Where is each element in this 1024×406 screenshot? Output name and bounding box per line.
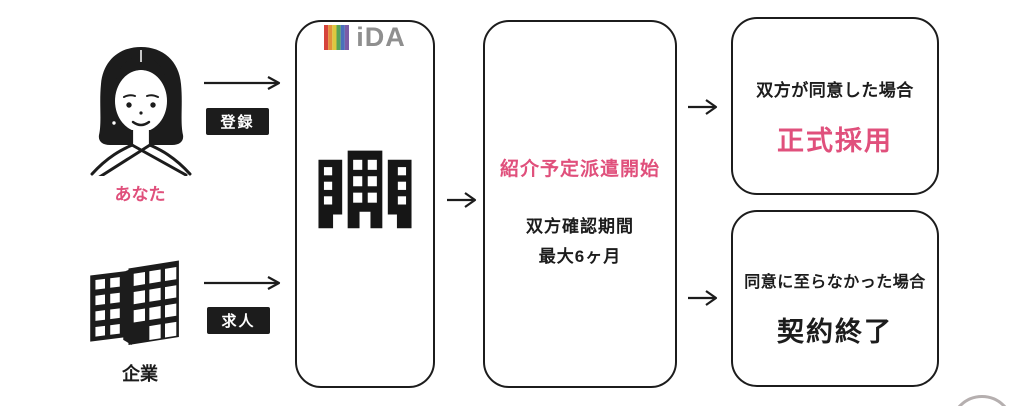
person-label: あなた <box>114 185 166 204</box>
outcome-disagree-condition: 同意に至らなかった場合 <box>744 274 926 291</box>
process-to-disagree-arrow-icon <box>688 290 718 306</box>
outcome-agree-result: 正式採用 <box>777 126 893 156</box>
job-badge-label: 求人 <box>221 313 256 330</box>
outcome-disagree-box: 同意に至らなかった場合 契約終了 <box>731 210 939 387</box>
company-label: 企業 <box>122 364 158 384</box>
ida-logo: iDA <box>297 22 433 53</box>
ida-rainbow-stripes-icon <box>324 25 350 50</box>
process-to-agree-arrow-icon <box>688 99 718 115</box>
ida-buildings-icon <box>318 150 412 229</box>
process-box: 紹介予定派遣開始 双方確認期間 最大6ヶ月 <box>483 20 677 388</box>
ida-to-process-arrow-icon <box>447 192 477 208</box>
company-buildings-icon <box>90 260 179 346</box>
job-arrow-icon <box>204 276 281 290</box>
outcome-agree-condition: 双方が同意した場合 <box>756 81 914 100</box>
agency-box: iDA <box>295 20 435 388</box>
woman-illustration-icon <box>90 47 192 176</box>
register-badge-label: 登録 <box>220 114 255 131</box>
scroll-top-button-partial[interactable] <box>950 395 1014 406</box>
outcome-agree-box: 双方が同意した場合 正式採用 <box>731 17 939 195</box>
register-badge: 登録 <box>206 108 269 135</box>
process-detail-line2: 最大6ヶ月 <box>538 247 622 266</box>
outcome-disagree-result: 契約終了 <box>777 317 893 347</box>
ida-logo-text: iDA <box>356 22 406 52</box>
process-title: 紹介予定派遣開始 <box>499 159 660 180</box>
register-arrow-icon <box>204 76 281 90</box>
process-detail-line1: 双方確認期間 <box>526 217 634 236</box>
job-badge: 求人 <box>207 307 270 334</box>
